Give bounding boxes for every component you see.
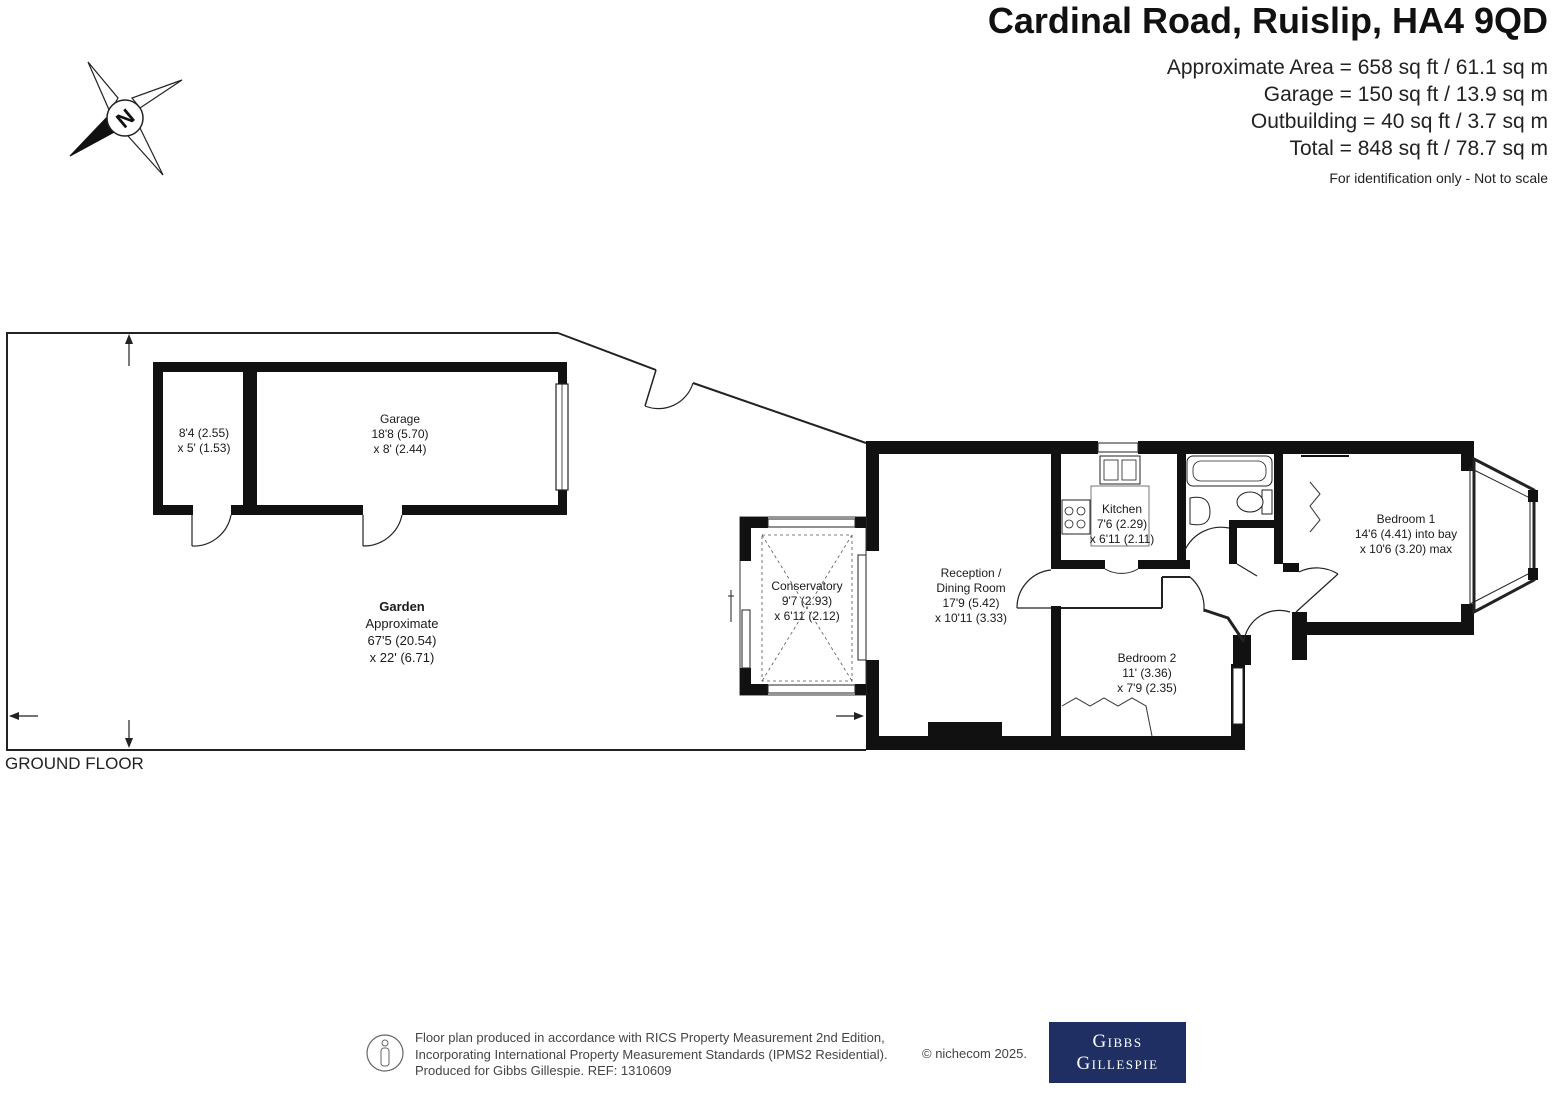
bay-window [1469,456,1538,615]
garage [243,362,569,547]
garage-area: Garage = 150 sq ft / 13.9 sq m [1263,83,1548,106]
bedroom1-label: Bedroom 1 14'6 (4.41) into bay x 10'6 (3… [1354,512,1458,556]
fixtures [1061,455,1321,737]
scale-note: For identification only - Not to scale [1329,170,1548,186]
footer-text: Floor plan produced in accordance with R… [415,1030,888,1078]
reception-label: Reception / Dining Room 17'9 (5.42) x 10… [934,566,1008,625]
person-icon [366,1034,404,1072]
house-walls [866,441,1474,750]
conservatory [728,516,867,696]
total-area: Total = 848 sq ft / 78.7 sq m [1289,137,1548,160]
gibbs-gillespie-logo: Gibbs Gillespie [1049,1022,1186,1083]
doors [1016,526,1339,641]
compass-icon: N [69,61,183,176]
property-title: Cardinal Road, Ruislip, HA4 9QD [987,0,1548,41]
outbuilding-label: 8'4 (2.55) x 5' (1.53) [177,426,231,455]
interior-walls [1051,454,1349,742]
copyright: © nichecom 2025. [922,1046,1027,1061]
conservatory-label: Conservatory 9'7 (2.93) x 6'11 (2.12) [771,579,843,623]
garden-label: Garden Approximate 67'5 (20.54) x 22' (6… [365,599,439,665]
outbuilding-area: Outbuilding = 40 sq ft / 3.7 sq m [1250,110,1548,133]
bedroom2-label: Bedroom 2 11' (3.36) x 7'9 (2.35) [1117,651,1177,695]
floor-label: GROUND FLOOR [5,754,144,773]
approximate-area: Approximate Area = 658 sq ft / 61.1 sq m [1166,56,1548,79]
garage-label: Garage 18'8 (5.70) x 8' (2.44) [371,412,429,456]
kitchen-label: Kitchen 7'6 (2.29) x 6'11 (2.11) [1089,502,1155,546]
